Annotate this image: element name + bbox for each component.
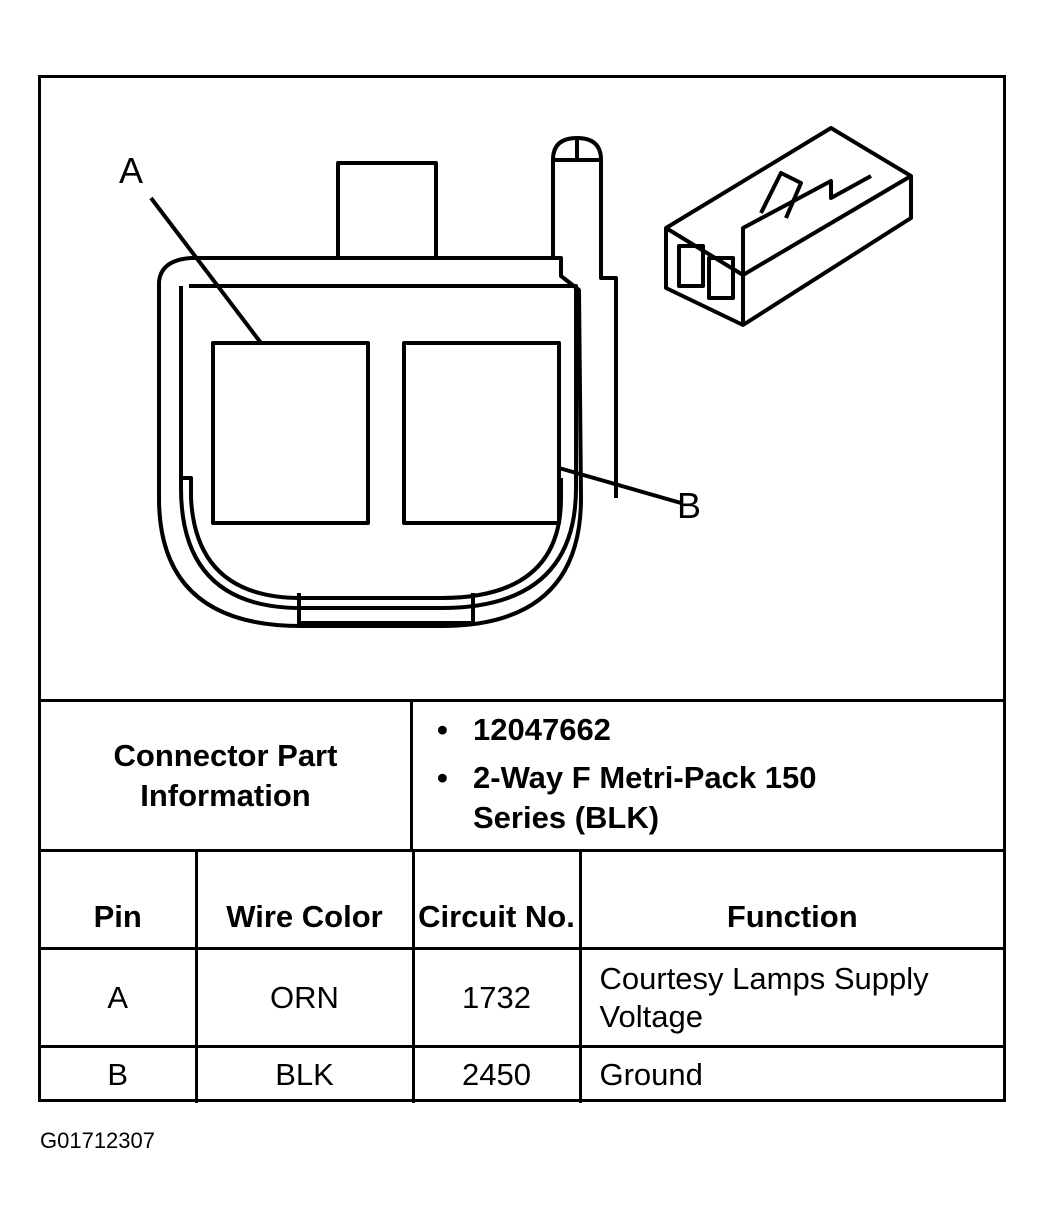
table-row: B BLK 2450 Ground [41, 1045, 1003, 1103]
pin-table-header: Pin Wire Color Circuit No. Function [41, 849, 1003, 950]
cell-pin: B [41, 1045, 198, 1103]
cell-wire-color: BLK [194, 1045, 415, 1103]
connector-lower-ring [181, 476, 563, 600]
leader-line-a [149, 196, 263, 345]
table-row: A ORN 1732 Courtesy Lamps Supply Voltage [41, 947, 1003, 1048]
connector-latch-arm [551, 136, 618, 498]
pin-table: Pin Wire Color Circuit No. Function A OR… [41, 849, 1003, 1103]
callout-a: A [119, 150, 143, 191]
cell-circuit: 1732 [411, 947, 582, 1048]
connector-info-list: 12047662 2-Way F Metri-Pack 150 Series (… [413, 702, 1003, 849]
connector-info-item: 12047662 [437, 710, 1003, 750]
header-pin: Pin [41, 849, 198, 950]
connector-info-item: 2-Way F Metri-Pack 150 Series (BLK) [437, 758, 1003, 838]
connector-body-inner [179, 284, 578, 610]
connector-diagram: A B [119, 126, 913, 628]
connector-info-label-cell: Connector Part Information [41, 702, 413, 849]
connector-3d-view [664, 126, 913, 327]
connector-body-outline [157, 256, 583, 628]
header-wire-color: Wire Color [194, 849, 415, 950]
connector-bottom-tab [297, 593, 475, 625]
cell-pin: A [41, 947, 198, 1048]
callout-b: B [677, 485, 701, 526]
connector-latch-cap [555, 138, 599, 162]
cavity-a [211, 341, 370, 525]
leader-line-b [558, 466, 682, 505]
cell-circuit: 2450 [411, 1045, 582, 1103]
cell-wire-color: ORN [194, 947, 415, 1048]
diagram-frame: A B Connector Part Information 12047662 … [38, 75, 1006, 1103]
cavity-b [402, 341, 561, 525]
header-circuit: Circuit No. [411, 849, 582, 950]
figure-code: G01712307 [40, 1128, 155, 1153]
cell-function: Ground [578, 1045, 1003, 1103]
connector-top-tab [336, 161, 438, 260]
header-function: Function [578, 849, 1003, 950]
connector-info-row: Connector Part Information 12047662 2-Wa… [41, 699, 1003, 849]
cell-function: Courtesy Lamps Supply Voltage [578, 947, 1003, 1048]
connector-info-label: Connector Part Information [113, 737, 338, 813]
